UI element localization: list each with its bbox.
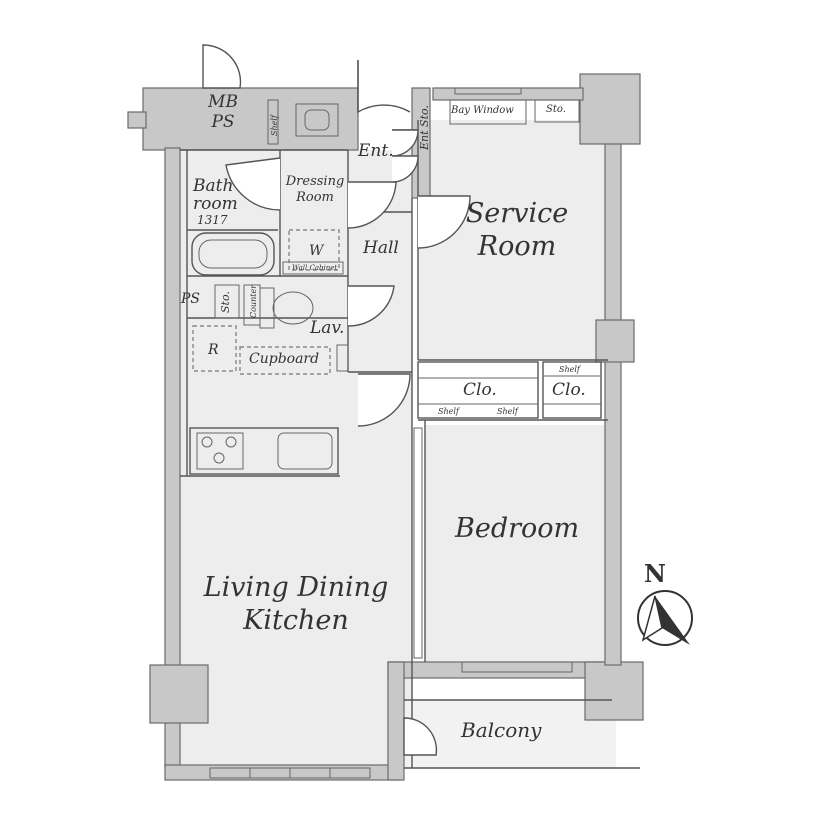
north-label: N: [644, 559, 666, 588]
balcony-floor: [400, 700, 616, 768]
ldk-label: Living Dining Kitchen: [203, 572, 389, 636]
cupboard-box: [239, 346, 331, 375]
bay-window: [449, 99, 527, 125]
bedroom-label: Bedroom: [455, 513, 580, 544]
storage-label-toilet: Sto.: [219, 291, 232, 313]
closet-label-1: Clo.: [463, 380, 497, 400]
shelf-label-clo3: Shelf: [559, 365, 580, 374]
dressing-room-label: Dressing Room: [285, 174, 345, 205]
closets: [417, 361, 602, 419]
shelf-label-clo1: Shelf: [438, 407, 459, 416]
bay-window-label: Bay Window: [451, 105, 514, 116]
compass-icon: [637, 590, 693, 646]
ldk-floor: [180, 150, 412, 768]
entrance-label: Ent.: [358, 141, 394, 161]
counter-label: Counter: [249, 284, 258, 318]
shelf-label-clo2: Shelf: [497, 407, 518, 416]
mb-ps-label: MB PS: [208, 92, 238, 132]
shelf-label-dressing: Shelf: [270, 115, 279, 136]
outer-walls: [127, 73, 644, 781]
balcony-label: Balcony: [461, 718, 542, 742]
bathroom-label: Bath room 1317: [193, 176, 238, 227]
lavatory-label: Lav.: [310, 318, 345, 338]
storage-label-service: Sto.: [546, 104, 566, 115]
pipe-space-label: PS: [181, 291, 201, 307]
service-room-floor: [418, 120, 608, 360]
service-room-label: Service Room: [465, 198, 569, 262]
wall-cabinet-label: Wall Cabinet: [292, 264, 338, 272]
refrigerator-label: R: [208, 342, 219, 358]
doors: [202, 44, 471, 756]
windows: [209, 427, 640, 779]
cupboard-label: Cupboard: [249, 351, 320, 367]
bathtub: [191, 232, 275, 276]
washer-label: W: [309, 243, 324, 259]
refrigerator-box: [192, 325, 237, 372]
kitchen-counter: [189, 427, 339, 475]
closet-label-2: Clo.: [552, 380, 586, 400]
bedroom-floor: [425, 425, 608, 662]
entrance-storage-label: Ent Sto.: [418, 105, 431, 150]
hall-label: Hall: [363, 238, 399, 258]
